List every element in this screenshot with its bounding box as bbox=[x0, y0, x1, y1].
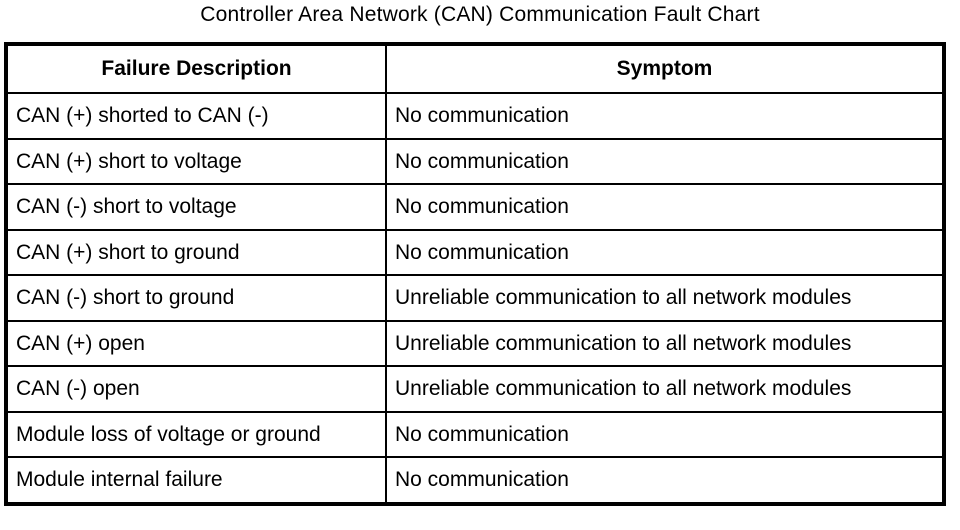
symptom-cell: Unreliable communication to all network … bbox=[385, 365, 945, 413]
failure-cell: CAN (-) short to ground bbox=[5, 274, 387, 322]
failure-cell: CAN (+) shorted to CAN (-) bbox=[5, 92, 387, 140]
failure-cell: CAN (+) short to voltage bbox=[5, 137, 387, 185]
symptom-cell: No communication bbox=[385, 137, 945, 185]
failure-cell: CAN (-) open bbox=[5, 365, 387, 413]
table-row: Module internal failure No communication bbox=[5, 456, 945, 505]
table-row: CAN (-) short to voltage No communicatio… bbox=[5, 183, 945, 231]
table-row: CAN (+) short to ground No communication bbox=[5, 228, 945, 276]
table-row: CAN (-) short to ground Unreliable commu… bbox=[5, 274, 945, 322]
page-title: Controller Area Network (CAN) Communicat… bbox=[200, 3, 760, 26]
symptom-cell: No communication bbox=[385, 228, 945, 276]
column-header-failure-description: Failure Description bbox=[5, 43, 387, 94]
header-row: Failure Description Symptom bbox=[5, 43, 945, 94]
table-row: CAN (+) short to voltage No communicatio… bbox=[5, 137, 945, 185]
table-body: CAN (+) shorted to CAN (-) No communicat… bbox=[5, 92, 945, 505]
failure-cell: Module internal failure bbox=[5, 456, 387, 505]
symptom-cell: Unreliable communication to all network … bbox=[385, 274, 945, 322]
table-row: CAN (-) open Unreliable communication to… bbox=[5, 365, 945, 413]
failure-cell: Module loss of voltage or ground bbox=[5, 410, 387, 458]
symptom-cell: No communication bbox=[385, 456, 945, 505]
symptom-cell: No communication bbox=[385, 183, 945, 231]
failure-cell: CAN (+) open bbox=[5, 319, 387, 367]
symptom-cell: No communication bbox=[385, 410, 945, 458]
table-row: CAN (+) open Unreliable communication to… bbox=[5, 319, 945, 367]
failure-cell: CAN (+) short to ground bbox=[5, 228, 387, 276]
table-row: CAN (+) shorted to CAN (-) No communicat… bbox=[5, 92, 945, 140]
table-row: Module loss of voltage or ground No comm… bbox=[5, 410, 945, 458]
symptom-cell: No communication bbox=[385, 92, 945, 140]
can-fault-table: Failure Description Symptom CAN (+) shor… bbox=[4, 42, 946, 506]
failure-cell: CAN (-) short to voltage bbox=[5, 183, 387, 231]
table-header: Failure Description Symptom bbox=[5, 43, 945, 94]
symptom-cell: Unreliable communication to all network … bbox=[385, 319, 945, 367]
column-header-symptom: Symptom bbox=[385, 43, 945, 94]
